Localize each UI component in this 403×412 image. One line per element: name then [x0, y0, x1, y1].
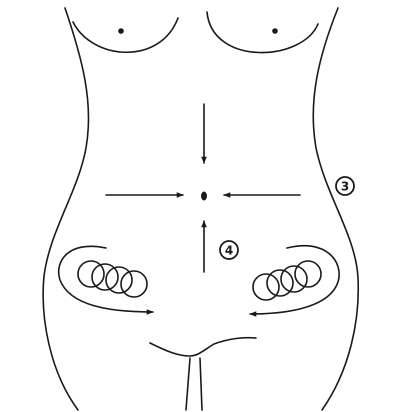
right-inner-thigh-line: [200, 358, 202, 410]
navel-arrows: [106, 104, 300, 272]
right-nipple-dot: [272, 28, 278, 34]
left-circular-motion: [59, 246, 153, 312]
step-three-text: 3: [341, 180, 349, 194]
torso-outline: [43, 8, 358, 410]
right-circular-motion: [250, 246, 339, 314]
step-label-three: 3: [336, 177, 354, 195]
step-four-text: 4: [225, 244, 233, 258]
right-loop-1: [253, 274, 279, 300]
navel: [201, 192, 207, 201]
left-torso-contour: [43, 8, 88, 410]
right-loop-3: [281, 266, 307, 292]
right-swirl-arrow: [250, 246, 339, 314]
left-inner-thigh-line: [186, 358, 190, 410]
right-torso-contour: [313, 8, 358, 410]
left-nipple-dot: [118, 28, 124, 34]
groin-curve: [150, 338, 256, 356]
right-loop-2: [267, 270, 293, 296]
chest-outline: [73, 12, 318, 53]
step-label-four: 4: [220, 241, 238, 259]
right-breast-curve: [207, 12, 318, 53]
left-loop-3: [106, 267, 132, 293]
left-loop-4: [121, 271, 147, 297]
left-breast-curve: [73, 18, 178, 52]
right-loop-4: [295, 261, 321, 287]
pelvis-outline: [150, 338, 256, 410]
